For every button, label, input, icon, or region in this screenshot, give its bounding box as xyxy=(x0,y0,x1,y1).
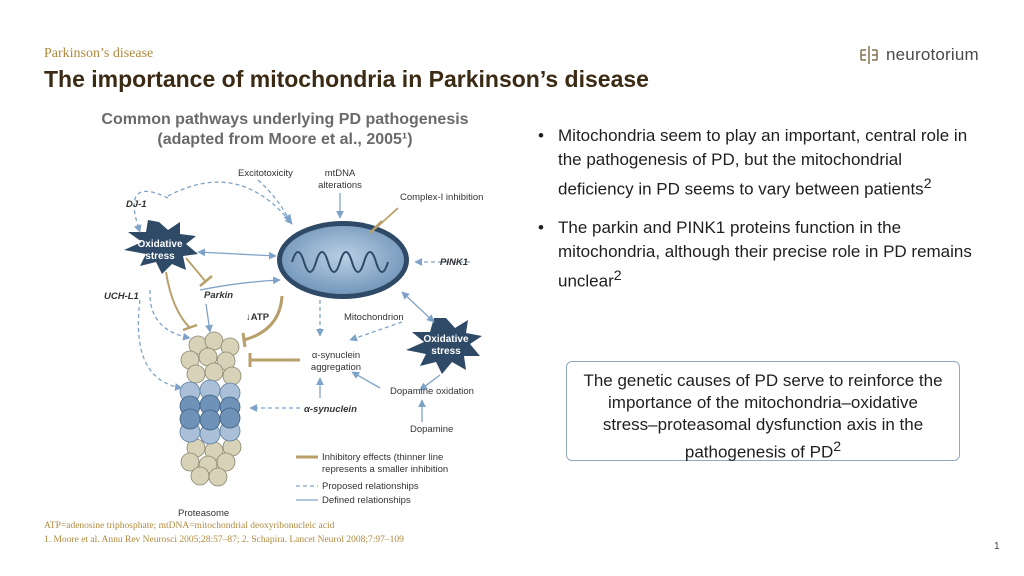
oxidative-stress-right-line2: stress xyxy=(431,346,461,357)
inhibitory-lines xyxy=(165,207,399,367)
diagram-title-line1: Common pathways underlying PD pathogenes… xyxy=(101,111,469,128)
diagram-title-line2: (adapted from Moore et al., 2005¹) xyxy=(157,131,413,148)
oxidative-stress-right-line1: Oxidative xyxy=(423,334,468,345)
oxidative-stress-star-left: Oxidative stress xyxy=(124,220,198,274)
mitochondrion-shape xyxy=(277,221,409,299)
label-mitochondrion: Mitochondrion xyxy=(344,312,404,323)
label-pink1: PINK1 xyxy=(440,257,468,268)
footnote-abbreviations: ATP=adenosine triphosphate; mtDNA=mitoch… xyxy=(44,521,335,531)
bullet-dot: • xyxy=(538,126,544,145)
diagram-title: Common pathways underlying PD pathogenes… xyxy=(70,110,500,150)
label-asyn-agg-1: α-synuclein xyxy=(312,350,360,361)
callout-ref: 2 xyxy=(833,439,842,455)
oxidative-stress-left-line2: stress xyxy=(145,251,175,262)
label-complex1: Complex-I inhibition xyxy=(400,192,483,203)
oxidative-stress-left-line1: Oxidative xyxy=(137,239,182,250)
bullet-item: • Mitochondria seem to play an important,… xyxy=(536,124,976,202)
label-uchl1: UCH-L1 xyxy=(104,291,139,302)
label-dopamine-oxidation: Dopamine oxidation xyxy=(390,386,474,397)
logo-text: neurotorium xyxy=(886,45,979,64)
label-asyn-agg-2: aggregation xyxy=(311,362,361,373)
page-number: 1 xyxy=(994,541,1000,552)
diagram-legend: Inhibitory effects (thinner line represe… xyxy=(296,452,448,506)
legend-inhibitory-2: represents a smaller inhibition xyxy=(322,464,448,475)
bullet-ref: 2 xyxy=(613,267,622,284)
oxidative-stress-star-right: Oxidative stress xyxy=(406,318,482,374)
defined-arrows xyxy=(197,193,441,422)
brand-logo: neurotorium xyxy=(858,44,979,66)
bullet-list: • Mitochondria seem to play an important,… xyxy=(536,124,976,307)
legend-inhibitory-1: Inhibitory effects (thinner line xyxy=(322,452,443,463)
bullet-text: Mitochondria seem to play an important, … xyxy=(558,126,968,199)
label-atp: ↓ATP xyxy=(246,312,270,323)
label-parkin: Parkin xyxy=(204,290,233,301)
legend-proposed: Proposed relationships xyxy=(322,481,419,492)
bullet-ref: 2 xyxy=(923,176,932,192)
footnote-references: 1. Moore et al. Annu Rev Neurosci 2005;2… xyxy=(44,535,404,545)
label-mtdna-1: mtDNA xyxy=(325,168,356,179)
proteasome-shape xyxy=(179,331,242,487)
callout-text: The genetic causes of PD serve to reinfo… xyxy=(583,371,943,462)
proposed-arrows xyxy=(133,179,470,412)
label-dj1: DJ-1 xyxy=(126,199,147,210)
label-mtdna-2: alterations xyxy=(318,180,362,191)
label-proteasome: Proteasome xyxy=(178,508,229,519)
neurotorium-logo-icon xyxy=(860,46,878,64)
label-dopamine: Dopamine xyxy=(410,424,453,435)
key-message-callout: The genetic causes of PD serve to reinfo… xyxy=(566,361,960,462)
slide-title: The importance of mitochondria in Parkin… xyxy=(44,66,649,92)
bullet-text: The parkin and PINK1 proteins function i… xyxy=(558,217,972,291)
bullet-dot: • xyxy=(538,217,544,237)
section-kicker: Parkinson’s disease xyxy=(44,46,154,61)
legend-defined: Defined relationships xyxy=(322,495,411,506)
label-asyn: α-synuclein xyxy=(304,404,357,415)
pd-pathway-diagram: Oxidative stress Oxidative stress xyxy=(104,168,483,519)
label-excitotoxicity: Excitotoxicity xyxy=(238,168,293,179)
bullet-item: • The parkin and PINK1 proteins function … xyxy=(536,216,976,294)
